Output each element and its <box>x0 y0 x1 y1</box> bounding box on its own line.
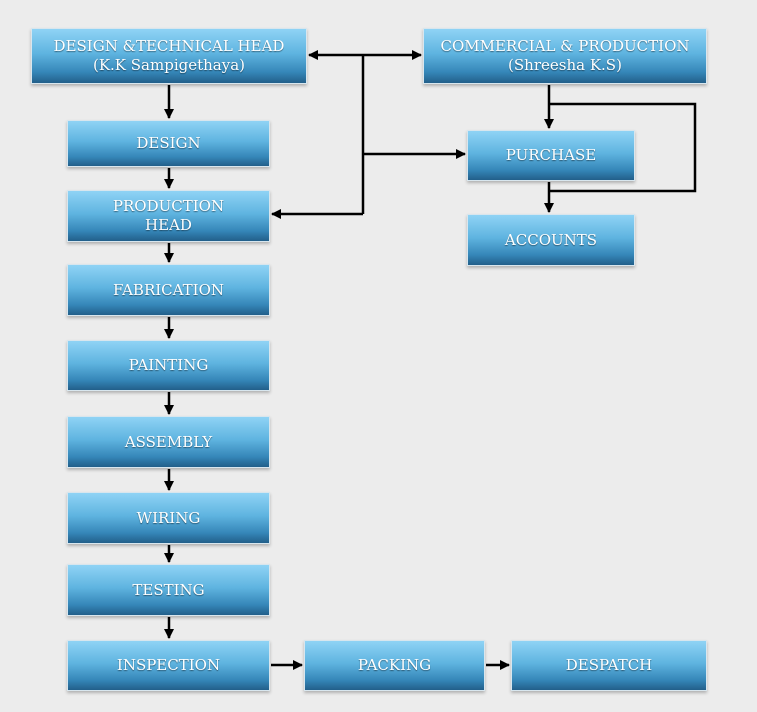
production-head-line1: PRODUCTION <box>112 197 225 215</box>
accounts-label: ACCOUNTS <box>504 230 598 249</box>
packing-node: PACKING <box>304 640 485 691</box>
design-technical-head-title: DESIGN &TECHNICAL HEAD <box>53 37 285 55</box>
accounts-node: ACCOUNTS <box>467 214 635 266</box>
commercial-production-title: COMMERCIAL & PRODUCTION <box>440 37 690 55</box>
production-head-line2: HEAD <box>145 216 192 234</box>
wiring-label: WIRING <box>136 508 201 527</box>
commercial-production-node: COMMERCIAL & PRODUCTION (Shreesha K.S) <box>423 28 707 84</box>
wiring-node: WIRING <box>67 492 270 544</box>
inspection-node: INSPECTION <box>67 640 270 691</box>
purchase-label: PURCHASE <box>505 146 597 164</box>
painting-node: PAINTING <box>67 340 270 391</box>
testing-label: TESTING <box>132 580 205 599</box>
packing-label: PACKING <box>357 656 432 674</box>
despatch-node: DESPATCH <box>511 640 707 691</box>
fabrication-node: FABRICATION <box>67 264 270 316</box>
fabrication-label: FABRICATION <box>112 280 225 299</box>
production-head-node: PRODUCTION HEAD <box>67 190 270 242</box>
design-technical-head-person: (K.K Sampigethaya) <box>92 56 246 74</box>
commercial-production-person: (Shreesha K.S) <box>508 56 622 74</box>
design-label: DESIGN <box>136 134 201 152</box>
assembly-label: ASSEMBLY <box>124 432 213 451</box>
purchase-node: PURCHASE <box>467 130 635 181</box>
testing-node: TESTING <box>67 564 270 616</box>
painting-label: PAINTING <box>128 356 209 374</box>
design-node: DESIGN <box>67 120 270 167</box>
inspection-label: INSPECTION <box>116 656 221 674</box>
despatch-label: DESPATCH <box>565 656 653 674</box>
assembly-node: ASSEMBLY <box>67 416 270 468</box>
design-technical-head-node: DESIGN &TECHNICAL HEAD (K.K Sampigethaya… <box>31 28 307 84</box>
